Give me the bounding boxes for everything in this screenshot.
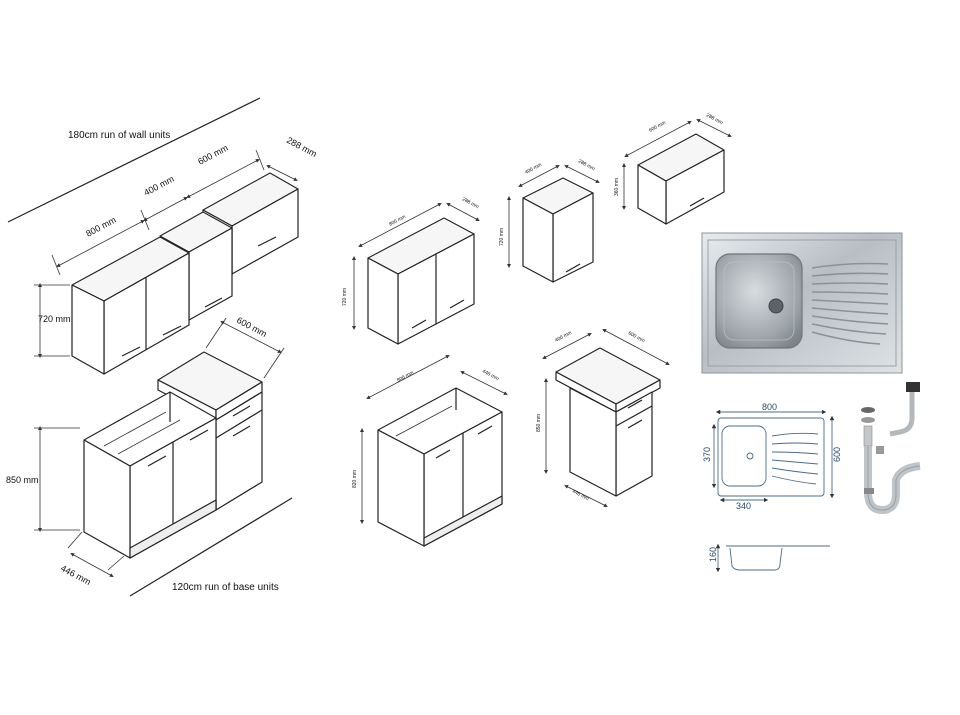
dim-720-label: 720 mm (38, 314, 71, 324)
sink-photo (701, 232, 903, 374)
base-run-caption: 120cm run of base units (172, 582, 279, 593)
wall-800-width-label: 800 mm (388, 214, 407, 228)
waste-kit-drawing (861, 382, 921, 515)
drawer-base-height-label: 850 mm (536, 414, 542, 432)
sink-base-width-label: 800 mm (396, 370, 415, 384)
wall-400-width-label: 400 mm (524, 162, 543, 176)
sink-depth-label: 160 (708, 547, 718, 562)
overview-base-units (83, 351, 263, 559)
overflow-icon (906, 382, 920, 392)
wall-800-depth-label: 288 mm (461, 196, 480, 210)
wall-400-depth-label: 288 mm (577, 158, 596, 172)
drawer-base-base-depth-label: 446 mm (571, 488, 590, 502)
drain-icon (768, 298, 784, 314)
dim-800-label: 800 mm (84, 215, 117, 239)
sink-height-label: 600 (832, 447, 842, 462)
wall-400-height-label: 720 mm (499, 228, 505, 246)
wall-600-depth-label: 288 mm (705, 112, 724, 126)
dim-400-label: 400 mm (142, 174, 175, 198)
wall-600-height-label: 360 mm (614, 178, 620, 196)
sink-base-height-label: 820 mm (352, 470, 358, 488)
drawer-base-width-label: 400 mm (554, 330, 573, 344)
drawer-base-unit-drawing: 400 mm 600 mm 850 mm 446 mm (536, 329, 670, 507)
wall-unit-800-drawing: 800 mm 288 mm 720 mm (342, 196, 480, 345)
bowl-height-label: 370 (702, 447, 712, 462)
bowl-width-label: 340 (736, 501, 751, 511)
wall-unit-400-drawing: 400 mm 288 mm 720 mm (499, 158, 600, 283)
wall-800-height-label: 720 mm (342, 288, 348, 306)
dim-446-label: 446 mm (59, 563, 92, 587)
overview-wall-units (71, 172, 299, 375)
wall-run-guide-line (7, 97, 261, 223)
sink-base-depth-label: 446 mm (481, 368, 500, 382)
base-run-guide-line (129, 497, 293, 597)
wall-unit-600-drawing: 600 mm 288 mm 360 mm (614, 112, 732, 225)
wall-run-caption: 180cm run of wall units (68, 130, 170, 141)
dim-288-label: 288 mm (285, 135, 318, 159)
sink-width-label: 800 (762, 402, 777, 412)
dim-600-base-label: 600 mm (235, 315, 268, 339)
dim-600-wall-label: 600 mm (196, 143, 229, 167)
wall-600-width-label: 600 mm (648, 120, 667, 134)
sink-technical-drawing: 800 600 370 340 160 (702, 402, 842, 573)
drawer-base-depth-label: 600 mm (627, 330, 646, 344)
overview-assembly: 180cm run of wall units 120cm run of bas… (6, 97, 318, 597)
dim-850-label: 850 mm (6, 475, 39, 485)
sink-base-unit-drawing: 800 mm 446 mm 820 mm (352, 355, 508, 547)
